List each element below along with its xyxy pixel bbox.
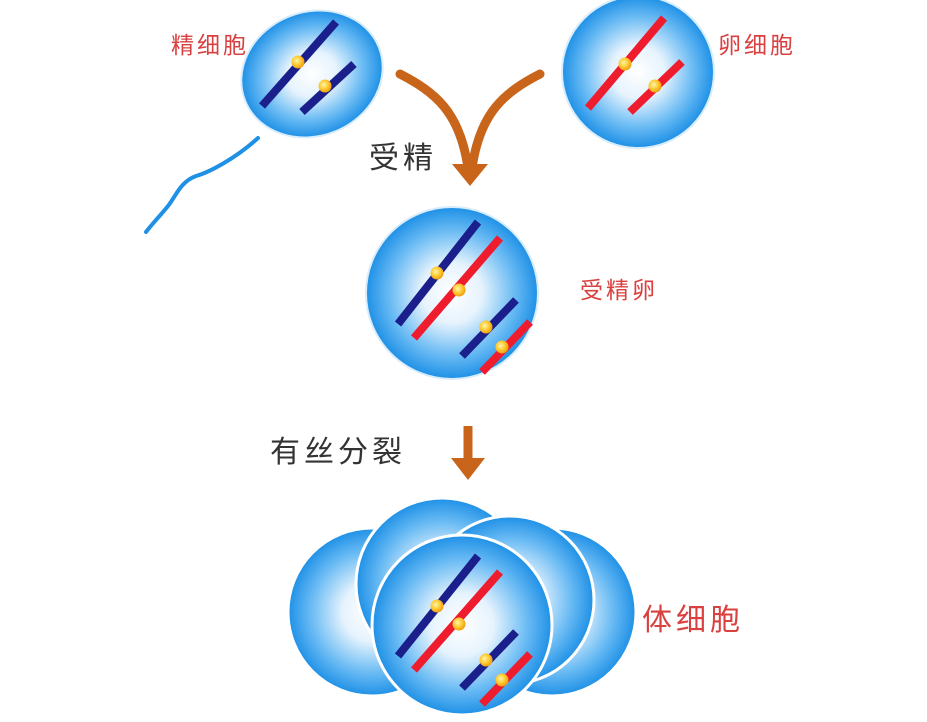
centromere xyxy=(452,283,466,297)
somatic-cells xyxy=(286,496,638,717)
centromere xyxy=(430,599,444,613)
egg-cell xyxy=(561,0,715,149)
sperm-head xyxy=(240,9,384,139)
centromere xyxy=(452,617,466,631)
egg-body xyxy=(561,0,715,149)
label-sperm: 精细胞 xyxy=(171,33,249,59)
arrow-head xyxy=(452,164,488,186)
centromere xyxy=(291,55,305,69)
centromere xyxy=(479,320,493,334)
centromere xyxy=(495,340,509,354)
label-somatic: 体细胞 xyxy=(642,603,744,638)
centromere xyxy=(318,79,332,93)
sperm-tail xyxy=(144,136,260,234)
centromere xyxy=(479,653,493,667)
sperm-cell xyxy=(144,9,384,234)
label-zygote: 受精卵 xyxy=(580,278,658,304)
centromere xyxy=(430,266,444,280)
label-egg: 卵细胞 xyxy=(718,33,796,59)
centromere xyxy=(618,57,632,71)
label-fertilization: 受精 xyxy=(369,141,437,176)
label-mitosis: 有丝分裂 xyxy=(270,435,406,470)
centromere xyxy=(495,673,509,687)
fertilization-arrow xyxy=(395,69,545,186)
arrow-head xyxy=(451,458,485,480)
centromere xyxy=(648,79,662,93)
mitosis-arrow xyxy=(451,426,485,480)
zygote-cell xyxy=(365,206,539,380)
